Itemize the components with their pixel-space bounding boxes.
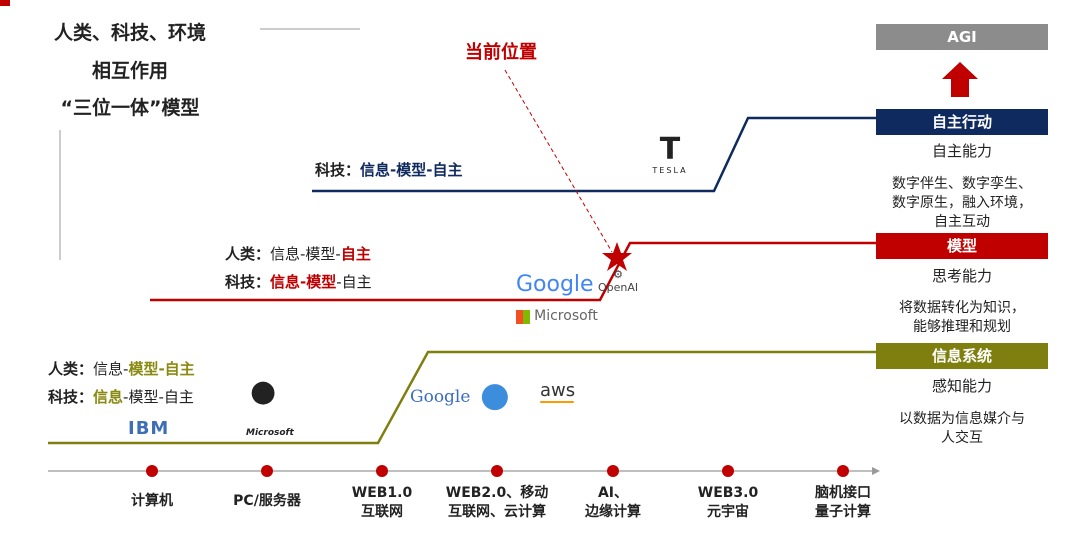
olive-tech-label: 科技：信息-模型-自主 [48, 388, 194, 406]
microsoft-logo: Microsoft [516, 308, 598, 324]
model-box: 模型 [876, 233, 1048, 259]
microsoft-old-logo: Microsoft [246, 428, 294, 438]
info-desc: 以数据为信息媒介与人交互 [899, 411, 1025, 446]
autonomy-box: 自主行动 [876, 109, 1048, 135]
red-human-label: 人类：信息-模型-自主 [225, 245, 371, 263]
autonomy-desc: 数字伴生、数字孪生、数字原生，融入环境，自主互动 [892, 176, 1032, 230]
timeline-dot [722, 465, 734, 477]
apple-logo: ● [250, 374, 277, 409]
info-sub: 感知能力 [931, 377, 992, 395]
agi-box: AGI [876, 24, 1048, 50]
timeline-dot [146, 465, 158, 477]
title-line2: 相互作用 [91, 60, 168, 82]
olive-line [48, 350, 876, 445]
autonomy-sub: 自主能力 [931, 142, 992, 160]
pointer-dashed-line [504, 69, 613, 253]
timeline-label: WEB2.0、移动互联网、云计算 [445, 485, 549, 520]
microsoft-icon [516, 309, 530, 324]
timeline-label: PC/服务器 [233, 493, 301, 509]
timeline-dot [261, 465, 273, 477]
title-line1: 人类、科技、环境 [53, 22, 206, 44]
timeline-label: 计算机 [131, 493, 173, 509]
timeline-label: AI、边缘计算 [585, 485, 641, 520]
timeline-dot [491, 465, 503, 477]
star-icon [602, 242, 632, 271]
corner-mark [0, 0, 10, 6]
apple-blue-logo: ● [480, 375, 510, 415]
timeline-dot [376, 465, 388, 477]
google-logo: Google [516, 272, 594, 297]
timeline-label: 脑机接口量子计算 [815, 485, 871, 520]
openai-icon: ⚙ [613, 268, 624, 281]
google-old-logo: Google [410, 387, 471, 407]
info-box: 信息系统 [876, 343, 1048, 369]
title-line3: “三位一体”模型 [60, 97, 200, 119]
red-tech-label: 科技：信息-模型-自主 [225, 273, 372, 291]
red-line [150, 241, 876, 302]
up-arrow-icon [942, 62, 978, 97]
model-sub: 思考能力 [931, 267, 992, 285]
arrow-icon [872, 467, 880, 475]
timeline-dots [146, 465, 849, 477]
current-position-label: 当前位置 [465, 42, 537, 63]
ibm-logo: IBM [128, 418, 170, 439]
aws-logo: aws [540, 380, 576, 403]
timeline-dot [837, 465, 849, 477]
navy-tech-label: 科技：信息-模型-自主 [315, 161, 463, 179]
timeline-dot [607, 465, 619, 477]
navy-line [312, 116, 876, 193]
openai-logo: ⚙OpenAI [598, 268, 639, 294]
model-desc: 将数据转化为知识，能够推理和规划 [899, 300, 1025, 335]
olive-human-label: 人类：信息-模型-自主 [48, 360, 195, 378]
